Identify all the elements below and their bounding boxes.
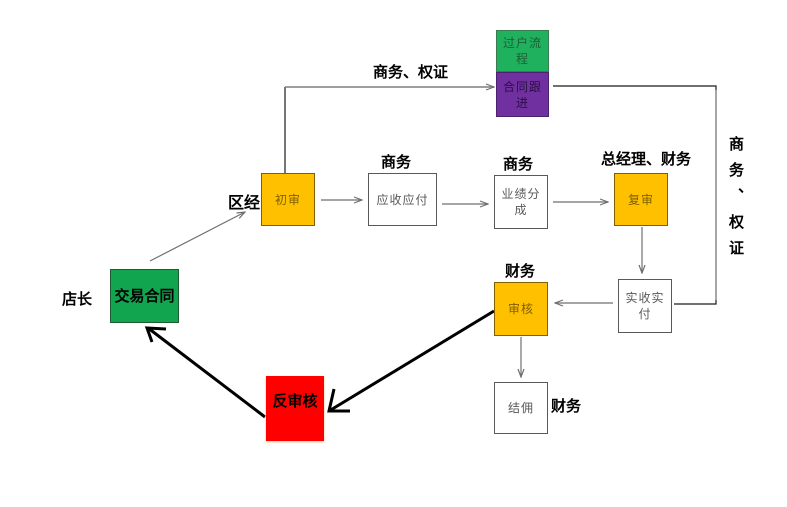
node-initial-review[interactable]: 初审 — [261, 173, 315, 226]
node-contract-followup[interactable]: 合同跟进 — [496, 72, 549, 117]
arrowhead-contract — [144, 326, 167, 343]
node-audit-label: 审核 — [507, 302, 534, 316]
node-contract-label: 交易合同 — [114, 287, 175, 305]
node-contract[interactable]: 交易合同 — [110, 269, 179, 323]
node-commission[interactable]: 结佣 — [494, 382, 548, 434]
node-transfer-process[interactable]: 过户流程 — [496, 30, 549, 72]
role-district-manager: 区经 — [228, 193, 261, 212]
role-gm-finance: 总经理、财务 — [601, 150, 692, 168]
node-receivable-payable[interactable]: 应收应付 — [368, 173, 437, 226]
arrow-contract-to-initial-review — [149, 212, 245, 262]
node-actual-receipt-payment-label: 实收实付 — [625, 291, 665, 321]
node-reverse-audit[interactable]: 反审核 — [266, 376, 324, 441]
node-contract-followup-label: 合同跟进 — [502, 79, 542, 110]
node-re-review[interactable]: 复审 — [614, 173, 668, 226]
node-reverse-audit-label: 反审核 — [272, 392, 318, 410]
role-store-manager: 店长 — [62, 290, 93, 308]
node-performance-split[interactable]: 业绩分成 — [494, 175, 548, 229]
node-audit[interactable]: 审核 — [494, 282, 548, 336]
role-business-rights-top: 商务、权证 — [373, 63, 449, 81]
arrow-audit-to-reverse-audit — [328, 309, 495, 413]
node-performance-split-label: 业绩分成 — [501, 187, 541, 217]
node-initial-review-label: 初审 — [274, 192, 301, 207]
node-transfer-process-label: 过户流程 — [502, 36, 542, 66]
arrowhead-reverse-audit — [327, 388, 350, 413]
node-re-review-label: 复审 — [627, 192, 654, 207]
node-receivable-payable-label: 应收应付 — [376, 192, 429, 207]
role-finance-commission: 财务 — [551, 397, 582, 415]
role-business-performance: 商务 — [503, 155, 534, 173]
node-actual-receipt-payment[interactable]: 实收实付 — [618, 279, 672, 333]
arrow-reverse-audit-to-contract — [147, 326, 266, 419]
role-business-receivable: 商务 — [381, 153, 412, 171]
role-finance-audit: 财务 — [505, 262, 536, 280]
role-business-rights-side: 商务、权证 — [727, 136, 745, 266]
node-commission-label: 结佣 — [507, 401, 534, 415]
